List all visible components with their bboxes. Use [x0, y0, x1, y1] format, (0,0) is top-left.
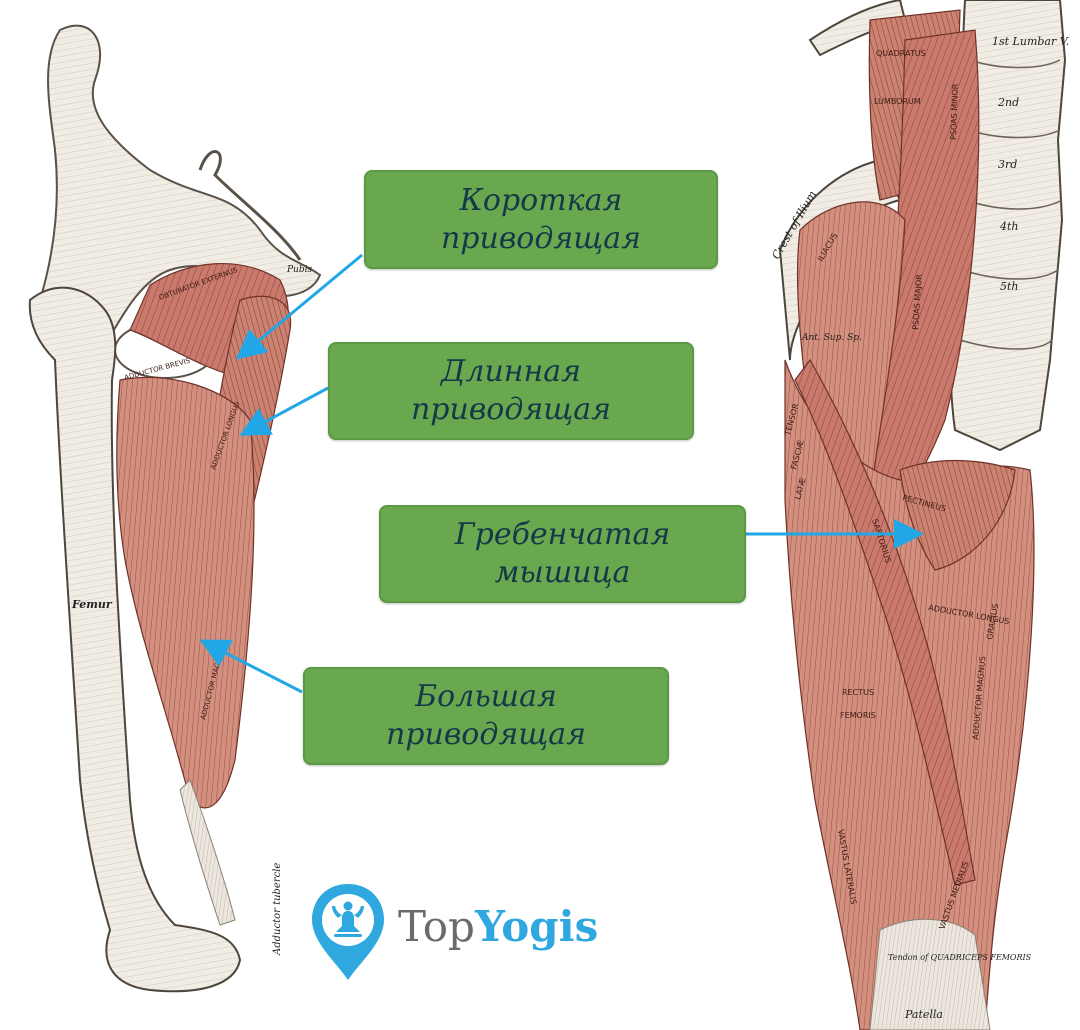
label-great-adductor-line2: приводящая: [385, 717, 587, 752]
v2-text: 2nd: [997, 96, 1019, 109]
patella-text: Patella: [904, 1008, 943, 1021]
adductor-tubercle-label: Adductor tubercle: [272, 863, 283, 956]
ant-sup-sp-text: Ant. Sup. Sp.: [801, 333, 862, 343]
topyogis-logo: TopYogis: [308, 880, 608, 990]
logo-top-text: Top: [398, 902, 475, 951]
femur-label: Femur: [71, 598, 113, 611]
left-thigh-figure: Femur Pubis OBTURATOR EXTERNUS ADDUCTOR …: [28, 24, 322, 993]
arrow-great-adductor: [199, 639, 303, 694]
femoris-text: FEMORIS: [840, 711, 876, 720]
label-long-adductor-line2: приводящая: [410, 392, 612, 427]
label-short-adductor: Короткая приводящая: [364, 170, 718, 269]
pubic-arch: [198, 150, 302, 261]
logo-yogis-text: Yogis: [474, 902, 599, 951]
adductor-tendon: [179, 779, 236, 926]
v5-text: 5th: [1000, 280, 1019, 293]
rectus-text: RECTUS: [842, 688, 874, 697]
v4-text: 4th: [999, 220, 1019, 233]
label-short-adductor-line2: приводящая: [440, 220, 642, 256]
right-thigh-figure: QUADRATUS LUMBORUM PSOAS MINOR PSOAS MAJ…: [769, 0, 1069, 1030]
label-great-adductor-line1: Большая: [415, 679, 557, 714]
label-pectineus-line1: Гребенчатая: [454, 517, 671, 552]
label-long-adductor: Длинная приводящая: [328, 342, 694, 440]
location-pin-icon: [312, 884, 384, 980]
label-pectineus-line2: мышица: [494, 555, 631, 590]
arrow-long-adductor: [239, 386, 329, 436]
lumbar-text: 1st Lumbar V.: [992, 35, 1069, 48]
logo-wordmark: TopYogis: [398, 902, 598, 951]
psoas-major-text: PSOAS MAJOR: [911, 273, 924, 330]
quadratus-text: QUADRATUS: [876, 49, 926, 58]
v3-text: 3rd: [998, 158, 1017, 171]
psoas-minor-text: PSOAS MINOR: [949, 83, 960, 140]
lumborum-text: LUMBORUM: [874, 97, 921, 106]
label-pectineus: Гребенчатая мышица: [379, 505, 746, 603]
label-short-adductor-line1: Короткая: [459, 182, 623, 218]
knee-tendon: [869, 918, 991, 1030]
yoga-figure-icon: [332, 901, 364, 937]
pubis-label: Pubis: [286, 265, 312, 275]
femur-bone: [28, 286, 242, 993]
label-long-adductor-line1: Длинная: [440, 354, 582, 389]
arrow-short-adductor: [235, 253, 363, 360]
iliac-crest: [808, 0, 907, 57]
tendon-text: Tendon of QUADRICEPS FEMORIS: [888, 953, 1032, 962]
label-great-adductor: Большая приводящая: [303, 667, 669, 765]
